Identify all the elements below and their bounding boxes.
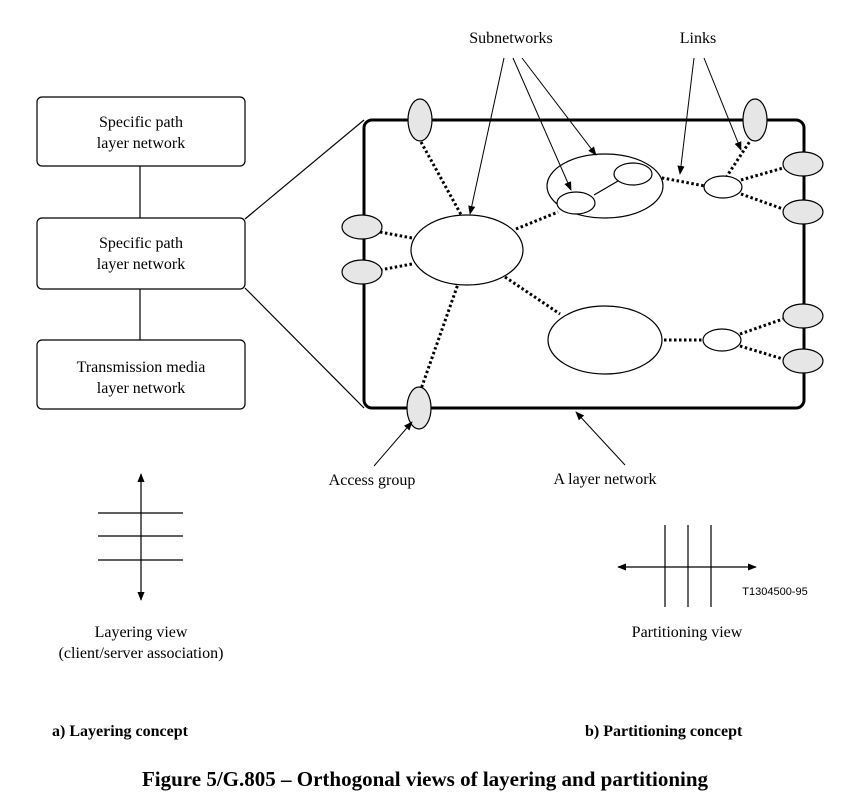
access-group-right-1 <box>782 151 824 177</box>
access-group-right-3 <box>782 303 824 329</box>
layering-view-symbol <box>98 473 183 601</box>
label-subnetworks: Subnetworks <box>469 30 553 47</box>
link-ag-topright-to-small <box>725 137 754 177</box>
arrow-links-left <box>677 57 695 175</box>
subnetwork-inner-1 <box>556 191 596 215</box>
layer-stack: Specific path layer network Specific pat… <box>36 96 246 410</box>
partitioning-view-symbol <box>617 525 757 607</box>
access-group-top <box>407 98 433 142</box>
link-small2-to-ag-r3 <box>739 317 784 336</box>
access-group-right-4 <box>782 348 824 374</box>
label-layering-association: (client/server association) <box>59 645 224 662</box>
link-ag-bottom-to-main <box>418 283 460 393</box>
subnetwork-main <box>410 214 524 286</box>
layer-box-3-line2: layer network <box>97 380 185 397</box>
layer-network <box>341 98 824 430</box>
link-small2-to-ag-r4 <box>739 344 784 361</box>
link-ag-left1-to-main <box>379 230 413 240</box>
access-group-top-right <box>742 98 768 142</box>
subnetwork-small-lower <box>702 328 742 352</box>
subnetwork-small-upper <box>703 175 743 199</box>
network-links <box>379 137 784 393</box>
link-small-to-ag-r2 <box>740 192 784 211</box>
subcaption-partitioning: b) Partitioning concept <box>585 723 743 740</box>
subnetwork-inner-2 <box>613 162 653 186</box>
layer-box-specific-path-2 <box>36 217 246 290</box>
arrow-subnetworks-inner <box>512 57 572 191</box>
label-layer-network: A layer network <box>553 471 656 488</box>
expansion-line-bottom <box>244 287 365 409</box>
layer-box-2-line1: Specific path <box>99 235 183 252</box>
link-main-to-lower <box>504 275 561 316</box>
arrow-subnetworks-composite <box>521 57 597 156</box>
access-group-bottom <box>406 386 432 430</box>
label-layering-view: Layering view <box>95 624 188 641</box>
layer-box-2-line2: layer network <box>97 256 185 273</box>
access-group-right-2 <box>782 199 824 225</box>
layer-box-specific-path-1 <box>36 96 246 167</box>
label-partitioning-view: Partitioning view <box>632 624 743 641</box>
link-ag-left2-to-main <box>379 262 413 272</box>
layer-box-1-line2: layer network <box>97 135 185 152</box>
access-group-left-2 <box>341 259 383 285</box>
label-links: Links <box>680 30 716 47</box>
layer-box-3-line1: Transmission media <box>77 359 206 376</box>
link-main-to-composite <box>515 210 559 231</box>
composite-inner-link <box>593 180 619 196</box>
access-group-left-1 <box>341 214 383 240</box>
layer-box-1-line1: Specific path <box>99 114 183 131</box>
link-composite-to-small <box>651 174 706 188</box>
layer-box-transmission-media <box>36 339 246 410</box>
link-small-to-ag-r1 <box>740 166 784 182</box>
label-access-group: Access group <box>329 472 416 489</box>
expansion-line-top <box>244 119 365 220</box>
arrow-subnetworks-main <box>468 57 505 215</box>
arrow-layer-network <box>575 411 626 466</box>
link-ag-top-to-main <box>419 141 466 221</box>
subnetwork-lower <box>547 305 663 375</box>
subcaption-layering: a) Layering concept <box>52 723 189 740</box>
access-groups <box>341 98 824 430</box>
arrow-links-right <box>703 57 742 151</box>
figure-caption: Figure 5/G.805 – Orthogonal views of lay… <box>142 767 709 791</box>
figure-code: T1304500-95 <box>742 586 807 598</box>
arrow-access-group <box>373 421 413 467</box>
